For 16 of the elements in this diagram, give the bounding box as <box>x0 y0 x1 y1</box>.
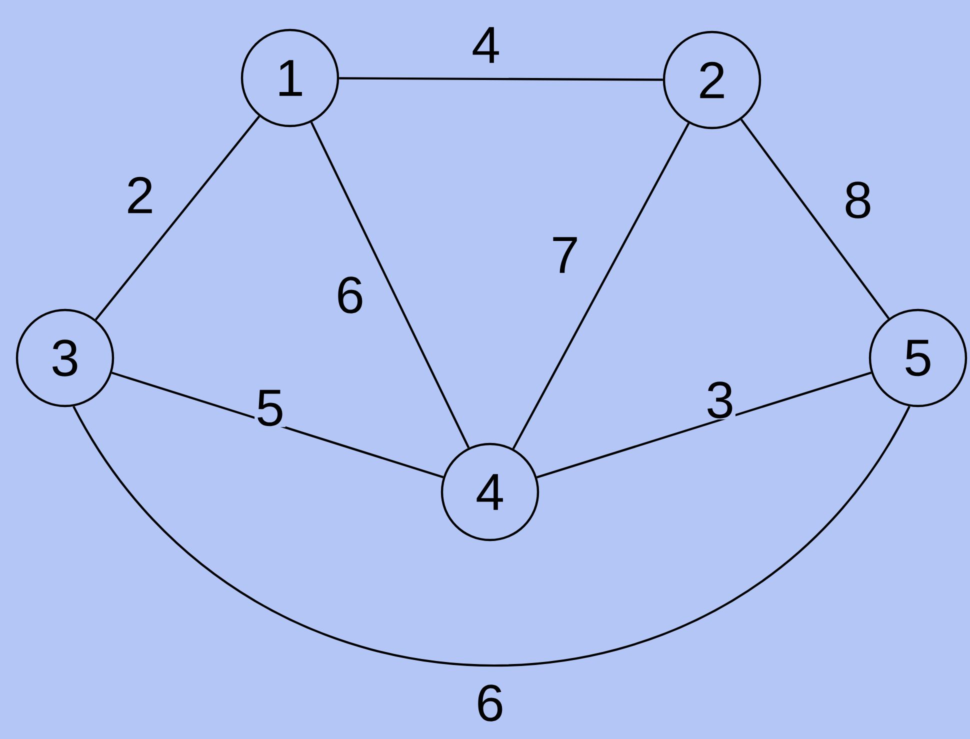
edge-label: 8 <box>842 180 874 220</box>
edge-label: 6 <box>334 276 366 314</box>
edge-label: 6 <box>474 684 506 722</box>
edge-line <box>94 116 260 320</box>
edge-line <box>536 372 872 478</box>
edge-line <box>339 77 663 81</box>
edge-line <box>740 118 890 320</box>
edge-label: 3 <box>704 380 736 420</box>
edge-label: 5 <box>254 388 286 428</box>
edge-label: 7 <box>550 236 580 274</box>
edge-line <box>72 406 910 666</box>
edge-label: 2 <box>124 176 156 214</box>
edge-line <box>310 122 470 448</box>
edge-line <box>112 372 444 478</box>
edge-line <box>512 122 690 450</box>
edge-label: 4 <box>470 26 502 64</box>
